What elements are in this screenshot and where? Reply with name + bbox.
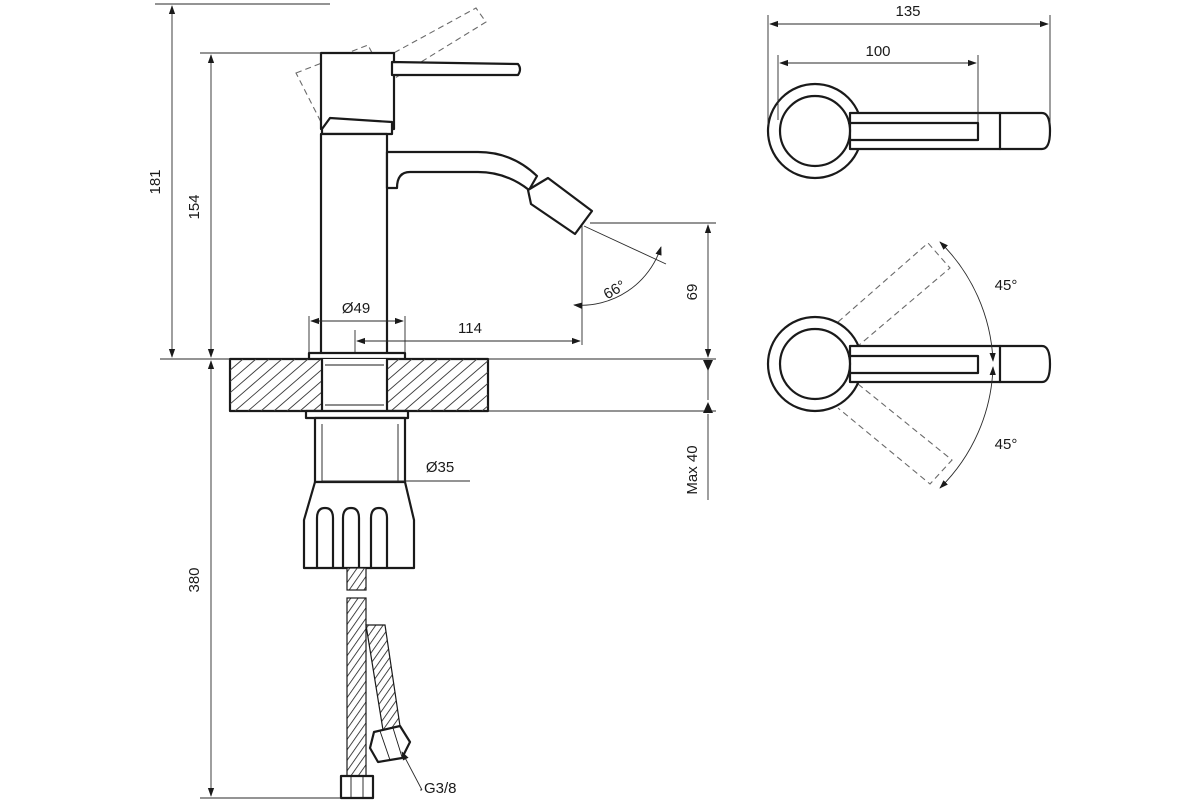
dim-body-diameter-label: Ø49: [342, 300, 370, 317]
dim-max-thickness-label: Max 40: [684, 445, 701, 494]
hatch-line: [260, 359, 322, 411]
lever-handle: [319, 51, 522, 136]
dim-body-diameter: Ø49: [308, 300, 406, 353]
counter-section: [228, 357, 555, 413]
dim-overall-height-label: 181: [147, 169, 164, 194]
dim-lever-length: 100: [777, 43, 979, 122]
side-view: 181 154 Ø49 114 66°: [147, 3, 716, 800]
hatch-line: [230, 359, 231, 360]
dim-spray-angle-label: 66°: [601, 277, 629, 303]
mounting-nut: [302, 480, 416, 570]
hatch-line: [403, 359, 465, 411]
dim-spray-angle: 66°: [573, 225, 667, 309]
spout: [385, 150, 539, 192]
hatch-line: [481, 405, 488, 411]
dim-shank-diameter: Ø35: [322, 459, 470, 482]
thread-callout: G3/8: [401, 751, 457, 797]
dim-body-height-label: 154: [186, 194, 203, 219]
hatch-line: [429, 360, 488, 411]
dim-overall-length: 135: [767, 3, 1051, 125]
shank: [313, 416, 407, 484]
dim-spout-height-label: 69: [684, 284, 701, 301]
rotation-up-label: 45°: [995, 277, 1018, 294]
dim-body-height: 154: [186, 52, 321, 358]
hatch-line: [442, 371, 488, 411]
dim-spout-reach: 114: [354, 226, 583, 352]
dim-shank-diameter-label: Ø35: [426, 459, 454, 476]
hatch-line: [230, 359, 244, 371]
top-view-default: 135 100: [766, 3, 1052, 180]
dim-spout-height: 69: [488, 222, 716, 360]
hatch-line: [468, 393, 488, 411]
hatch-line: [495, 359, 555, 411]
dim-overall-height: 181: [147, 3, 330, 360]
hatch-line: [416, 359, 478, 411]
dim-max-thickness: Max 40: [488, 360, 716, 500]
top-view-rotation: 45° 45°: [766, 241, 1052, 489]
nozzle: [526, 176, 594, 236]
hatch-line: [230, 359, 270, 394]
dim-hose-length: 380: [186, 360, 341, 799]
hatch-line: [455, 382, 488, 411]
hatch-line: [234, 359, 296, 411]
dim-spout-reach-label: 114: [458, 320, 482, 337]
dim-overall-length-label: 135: [895, 3, 920, 20]
dim-hose-length-label: 380: [186, 567, 203, 592]
thread-callout-label: G3/8: [424, 780, 457, 797]
supply-hoses: [339, 567, 412, 800]
hatch-line: [230, 359, 283, 405]
rotation-down-label: 45°: [995, 436, 1018, 453]
dim-lever-length-label: 100: [865, 43, 890, 60]
hatch-line: [390, 359, 452, 411]
hatch-line: [230, 359, 257, 383]
hatch-line: [247, 359, 309, 411]
